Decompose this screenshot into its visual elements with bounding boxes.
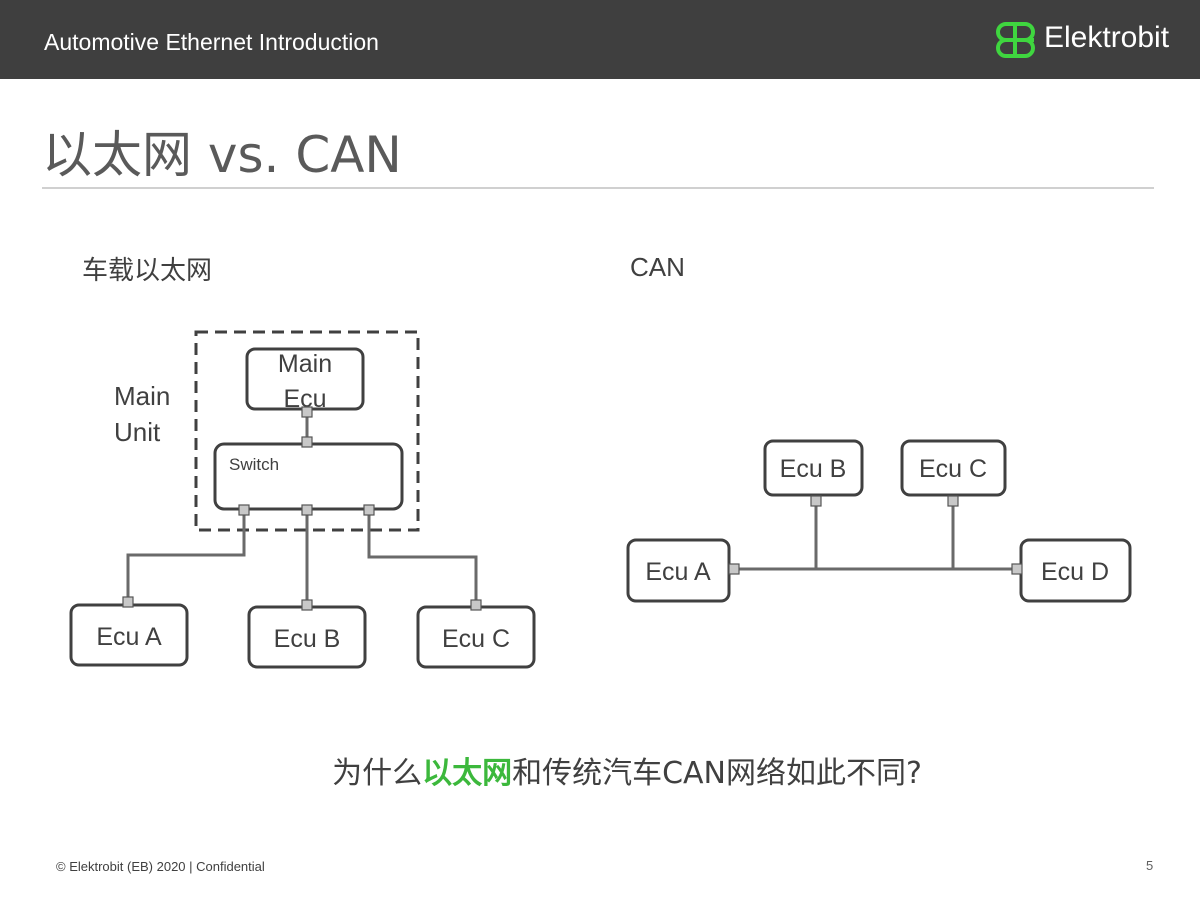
ethernet-section-label: 车载以太网 — [82, 256, 213, 286]
can-port-ecu-c — [947, 495, 959, 507]
page-number: 5 — [1146, 858, 1154, 873]
port-switch-top — [301, 436, 313, 448]
ethernet-ecu-c-label: Ecu C — [442, 625, 510, 653]
can-ecu-b-box — [763, 439, 864, 497]
can-port-ecu-d — [1011, 563, 1023, 575]
ethernet-links — [126, 412, 478, 604]
title-divider — [42, 187, 1154, 189]
main-ecu-label-line1: Main — [278, 350, 332, 378]
can-port-ecu-a — [728, 563, 740, 575]
port-switch-a — [238, 504, 250, 516]
can-ecu-c-label: Ecu C — [919, 455, 987, 483]
can-bus — [734, 500, 1016, 571]
switch-label: Switch — [229, 455, 279, 474]
can-ecu-a-label: Ecu A — [645, 558, 711, 586]
ethernet-ecu-b-label: Ecu B — [274, 625, 341, 653]
port-ecu-b — [301, 599, 313, 611]
port-switch-b — [301, 504, 313, 516]
link-switch-ecu-c — [367, 510, 478, 604]
can-section-label: CAN — [630, 252, 685, 282]
can-ecu-b-label: Ecu B — [780, 455, 847, 483]
ethernet-diagram: Main Ecu Switch Ecu A Ecu B Ecu C — [69, 330, 536, 669]
presentation-title: Automotive Ethernet Introduction — [44, 29, 379, 55]
slide-title: 以太网 vs. CAN — [42, 126, 402, 184]
ethernet-ecu-a-label: Ecu A — [96, 623, 162, 651]
question-suffix: 和传统汽车CAN网络如此不同? — [512, 756, 922, 791]
port-switch-c — [363, 504, 375, 516]
logo-wordmark: Elektrobit — [1044, 21, 1170, 54]
question-highlight: 以太网 — [422, 756, 513, 791]
port-main-ecu — [301, 406, 313, 418]
main-unit-boundary — [194, 330, 420, 532]
can-port-ecu-b — [810, 495, 822, 507]
can-ecu-c-box — [900, 439, 1007, 497]
eb-logo-icon — [996, 22, 1035, 58]
link-switch-ecu-a — [126, 510, 246, 601]
can-ecu-d-label: Ecu D — [1041, 558, 1109, 586]
can-ports — [728, 495, 1023, 575]
port-ecu-c — [470, 599, 482, 611]
question-text: 为什么以太网和传统汽车CAN网络如此不同? — [0, 748, 1200, 792]
can-diagram: Ecu B Ecu C Ecu A Ecu D — [626, 439, 1132, 603]
question-prefix: 为什么 — [332, 756, 423, 791]
footer-copyright: © Elektrobit (EB) 2020 | Confidential — [56, 859, 265, 874]
ethernet-ports — [122, 406, 482, 611]
header-bar: Automotive Ethernet Introduction Elektro… — [0, 0, 1200, 79]
switch-box — [213, 442, 404, 511]
port-ecu-a — [122, 596, 134, 608]
main-unit-label: Main Unit — [114, 381, 171, 447]
